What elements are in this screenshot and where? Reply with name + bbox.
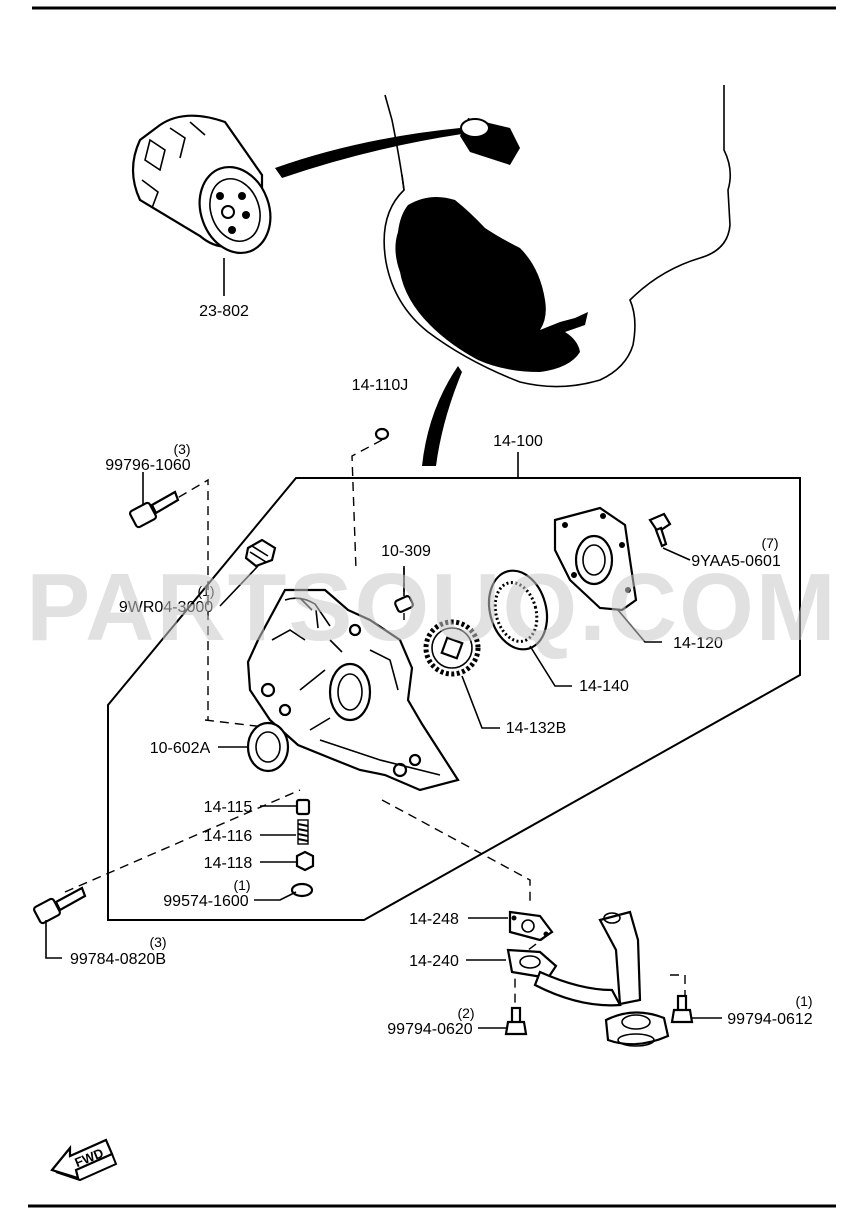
watermark: PARTSOUQ.COM — [26, 554, 838, 661]
label-gasket: 14-248 — [409, 911, 459, 928]
qty-o-ring-bottom: (1) — [233, 877, 250, 893]
label-bolt-upper-left: 99796-1060 — [105, 457, 191, 474]
label-plug-9wr: 9WR04-3000 — [119, 599, 213, 616]
engine-block-outline — [275, 85, 732, 466]
qty-bolt-0620: (2) — [457, 1005, 474, 1021]
label-plunger: 14-115 — [204, 799, 253, 816]
label-o-ring-bottom: 99574-1600 — [163, 893, 249, 910]
bolt-99796-1060 — [129, 472, 180, 529]
bolt-99784-0820b — [33, 886, 87, 959]
qty-plug-9wr: (1) — [197, 583, 214, 599]
label-bolt-lower-left: 99784-0820B — [70, 951, 166, 968]
gasket-14-248 — [468, 910, 554, 942]
bolt-99794-0620 — [478, 1006, 528, 1036]
inner-rotor-14-132b — [423, 619, 500, 729]
callout-labels: 23-802 14-110J 14-100 (3) 99796-1060 10-… — [70, 303, 813, 1038]
oil-filter — [131, 114, 272, 296]
plunger-14-115-shape — [295, 798, 311, 816]
pump-pointer — [422, 366, 462, 466]
qty-bolt-0612: (1) — [795, 993, 812, 1009]
engine-shadow-mass — [395, 196, 588, 372]
pump-cover-14-120 — [553, 506, 662, 643]
qty-bolt-lower-left: (3) — [149, 934, 166, 950]
label-bolt-0612: 99794-0612 — [727, 1011, 813, 1028]
qty-bolt-upper-left: (3) — [173, 441, 190, 457]
oil-strainer-14-240 — [466, 910, 670, 1047]
label-oil-seal: 10-602A — [150, 740, 211, 757]
label-plug-118: 14-118 — [204, 855, 253, 872]
oil-pump-housing — [246, 588, 460, 792]
label-strainer: 14-240 — [409, 953, 459, 970]
label-spring: 14-116 — [204, 828, 253, 845]
label-cover: 14-120 — [673, 635, 723, 652]
label-screw-9yaa: 9YAA5-0601 — [691, 553, 781, 570]
label-bolt-0620: 99794-0620 — [387, 1021, 473, 1038]
pump-assembly-frame — [107, 452, 801, 921]
plug-14-118-shape — [295, 850, 315, 872]
filter-mount-boss — [460, 118, 520, 165]
qty-screw-9yaa: (7) — [761, 535, 778, 551]
label-outer-rotor: 14-140 — [579, 678, 629, 695]
label-oil-filter: 23-802 — [199, 303, 249, 320]
outer-rotor-14-140 — [487, 569, 572, 687]
relief-valve-stack — [254, 798, 315, 901]
spring-14-116-shape — [297, 819, 309, 845]
o-ring-14-110j-shape — [374, 427, 390, 441]
fwd-arrow-icon: FWD — [50, 1138, 118, 1182]
label-pin: 10-309 — [381, 543, 431, 560]
screw-9yaa5-0601 — [648, 512, 691, 561]
oil-seal-10-602a — [218, 721, 290, 773]
label-oil-pump-assy: 14-100 — [493, 433, 543, 450]
pin-10-309 — [394, 566, 414, 613]
fwd-label: FWD — [73, 1145, 106, 1170]
bolt-99794-0612 — [670, 994, 722, 1024]
label-o-ring-14-110j: 14-110J — [352, 377, 409, 394]
filter-pointer — [275, 128, 462, 178]
plug-9wr04-3000 — [219, 538, 277, 607]
o-ring-99574-shape — [290, 882, 314, 898]
label-inner-rotor: 14-132B — [506, 720, 567, 737]
